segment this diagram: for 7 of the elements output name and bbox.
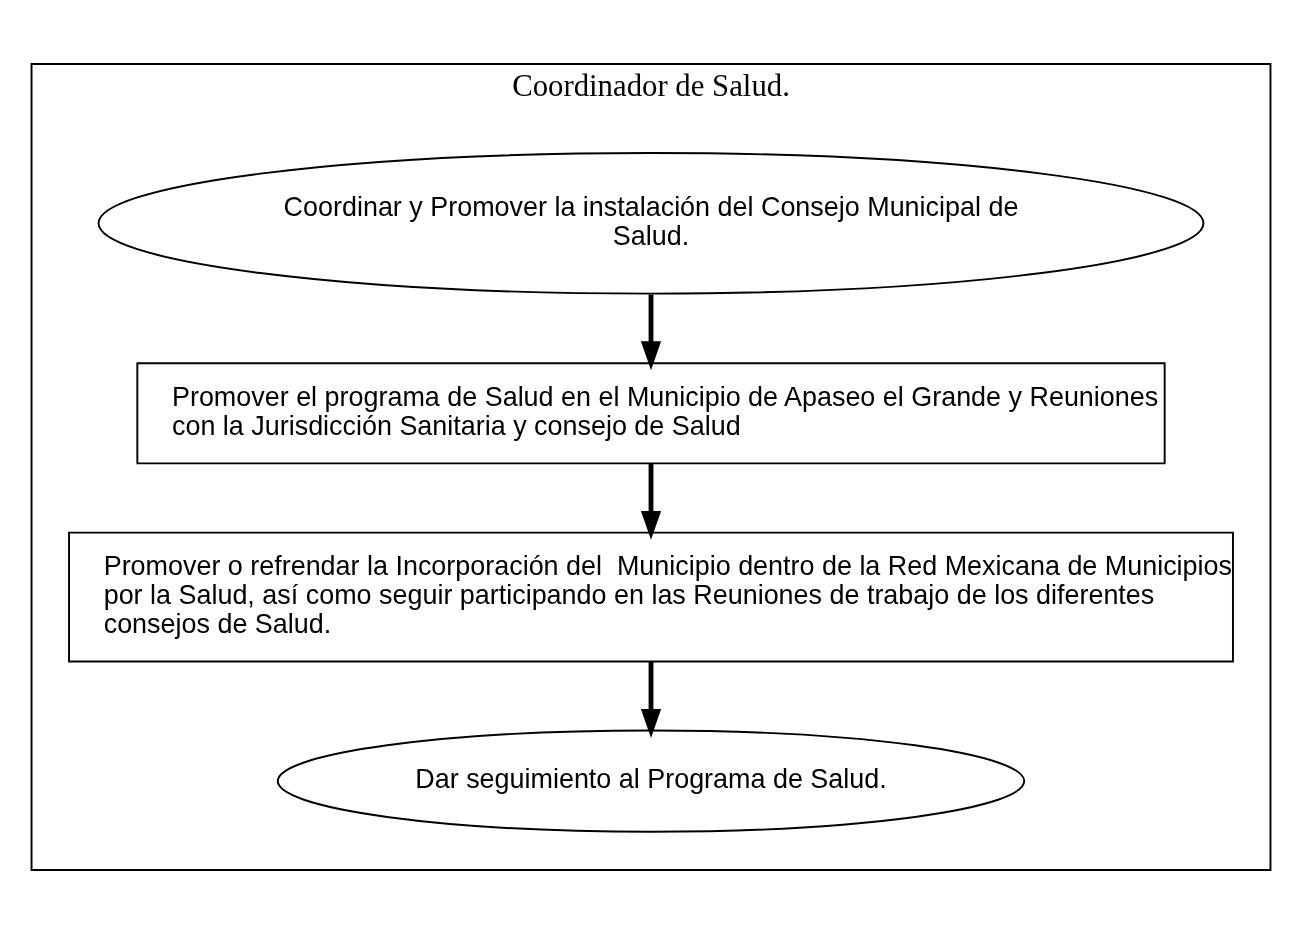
node-ellipse: Dar seguimiento al Programa de Salud. bbox=[276, 729, 1026, 833]
arrow bbox=[640, 662, 662, 738]
arrow bbox=[640, 463, 662, 540]
node-box: Promover o refrendar la Incorporación del Municipio dentro de la Red Mexicana de Municipios por la Salud, así como seguir participando en las Reuniones de trabajo de los diferentes consejos de Salud. bbox=[68, 531, 1234, 663]
node-box: Promover el programa de Salud en el Municipio de Apaseo el Grande y Reuniones con la Jurisdicción Sanitaria y consejo de Salud bbox=[136, 362, 1166, 465]
arrow bbox=[640, 294, 662, 371]
node-ellipse: Coordinar y Promover la instalación del Consejo Municipal de Salud. bbox=[97, 152, 1205, 295]
